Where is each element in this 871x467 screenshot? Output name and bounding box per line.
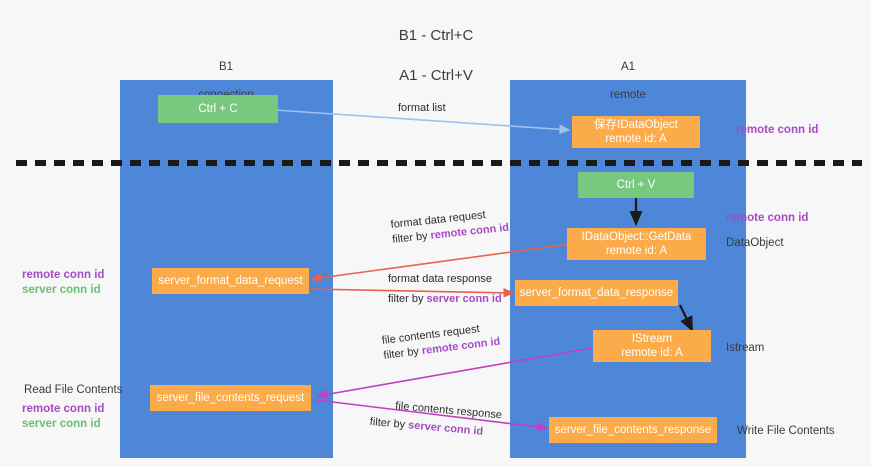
node-server-format-data-request[interactable]: server_format_data_request [152, 268, 309, 294]
node-istream-line1: IStream [631, 333, 673, 345]
edge-label-format-data-response-filter-key: server conn id [426, 293, 502, 305]
node-istream[interactable]: IStream remote id: A [593, 330, 711, 362]
node-getdata-line1: IDataObject::GetData [581, 231, 692, 243]
side-label-left-server-conn-id: server conn id [22, 284, 101, 296]
edge-label-file-contents-request: file contents request filter by remote c… [381, 320, 501, 364]
side-label-left-conn-ids: remote conn id server conn id [22, 268, 104, 298]
node-server-file-contents-response-label: server_file_contents_response [554, 424, 712, 436]
side-label-istream: Istream [726, 341, 764, 356]
side-label-read-file-contents-text: Read File Contents [24, 384, 123, 396]
side-label-remote-conn-id-top: remote conn id [736, 123, 818, 138]
node-save-idataobject-line2: remote id: A [605, 133, 667, 145]
node-server-format-data-response-label: server_format_data_response [519, 287, 674, 299]
edge-label-file-contents-response: file contents response filter by server … [369, 397, 502, 441]
side-label-left-conn-ids-2: remote conn id server conn id [22, 402, 104, 432]
node-server-file-contents-request[interactable]: server_file_contents_request [150, 385, 311, 411]
node-save-idataobject-line1: 保存IDataObject [594, 119, 678, 131]
node-istream-line2: remote id: A [621, 347, 683, 359]
side-label-remote-conn-id-top-text: remote conn id [736, 124, 819, 136]
edge-label-file-contents-request-filter-prefix: filter by [382, 345, 423, 362]
side-label-remote-conn-id-mid: remote conn id [726, 211, 808, 226]
edge-label-file-contents-response-filter-key: server conn id [407, 419, 484, 438]
side-label-left-remote-conn-id-2: remote conn id [22, 403, 105, 415]
node-ctrl-c[interactable]: Ctrl + C [158, 95, 278, 123]
lane-title-a1: A1 remote [548, 46, 708, 116]
edge-label-format-list: format list [398, 101, 446, 116]
node-idataobject-getdata[interactable]: IDataObject::GetData remote id: A [567, 228, 706, 260]
page-title-line2: A1 - Ctrl+V [399, 67, 473, 84]
node-ctrl-v[interactable]: Ctrl + V [578, 172, 694, 198]
lane-title-a1-sub: remote [610, 89, 646, 101]
node-ctrl-c-label: Ctrl + C [198, 103, 238, 115]
side-label-left-server-conn-id-2: server conn id [22, 418, 101, 430]
node-getdata-line2: remote id: A [605, 245, 668, 257]
edge-label-file-contents-response-filter-prefix: filter by [369, 415, 409, 432]
node-server-format-data-response[interactable]: server_format_data_response [515, 280, 678, 306]
node-server-file-contents-response[interactable]: server_file_contents_response [549, 417, 717, 443]
lane-title-a1-name: A1 [620, 61, 636, 73]
side-label-istream-text: Istream [726, 342, 765, 354]
side-label-read-file-contents: Read File Contents [24, 383, 122, 398]
edge-label-format-data-response-text: format data response [388, 273, 492, 285]
lane-title-b1-name: B1 [218, 61, 234, 73]
edge-label-format-data-request: format data request filter by remote con… [390, 206, 510, 248]
side-label-dataobject-text: DataObject [726, 237, 784, 249]
node-server-format-data-request-label: server_format_data_request [158, 275, 303, 287]
side-label-dataobject: DataObject [726, 236, 784, 251]
edge-label-format-data-request-filter-prefix: filter by [391, 229, 432, 246]
edge-label-format-data-response-filter-prefix: filter by [388, 293, 427, 305]
edge-label-format-data-response: format data response filter by server co… [388, 272, 502, 307]
side-label-write-file-contents-text: Write File Contents [737, 425, 835, 437]
side-label-remote-conn-id-mid-text: remote conn id [726, 212, 809, 224]
edge-label-format-list-text: format list [398, 102, 446, 114]
node-save-idataobject[interactable]: 保存IDataObject remote id: A [572, 116, 700, 148]
node-ctrl-v-label: Ctrl + V [616, 179, 656, 191]
page-title: B1 - Ctrl+C A1 - Ctrl+V [336, 6, 536, 106]
side-label-left-remote-conn-id: remote conn id [22, 269, 105, 281]
node-server-file-contents-request-label: server_file_contents_request [156, 392, 305, 404]
page-title-line1: B1 - Ctrl+C [398, 27, 474, 44]
side-label-write-file-contents: Write File Contents [737, 424, 835, 439]
